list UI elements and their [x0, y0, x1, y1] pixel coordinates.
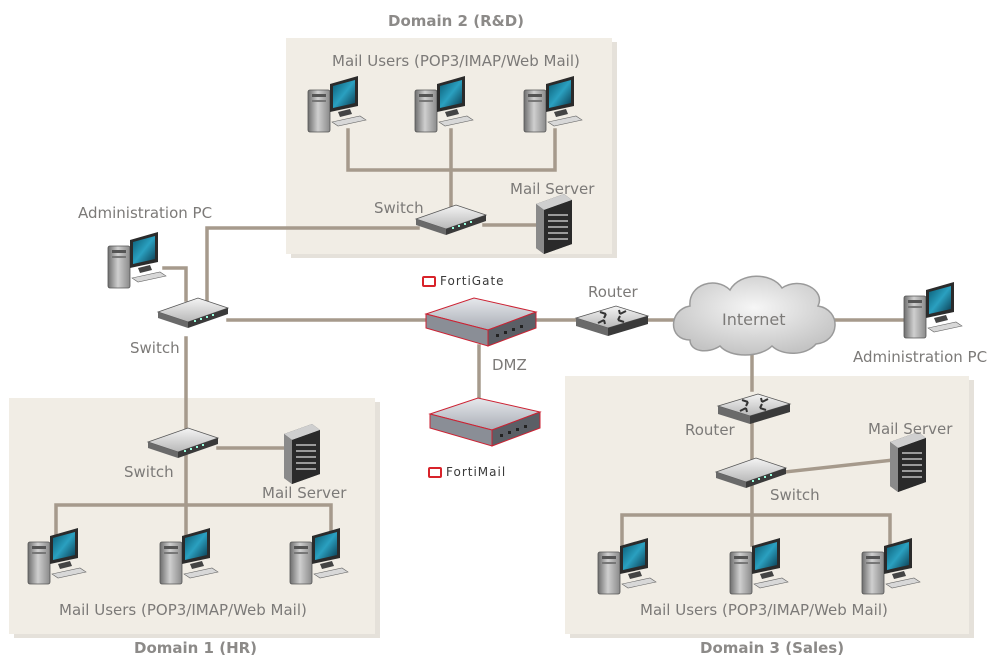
fortimail-appliance-icon [429, 397, 541, 447]
dmz-label: DMZ [492, 356, 527, 374]
mail-server-icon [536, 194, 572, 254]
core-router-label: Router [588, 283, 638, 301]
fortigate-logo: FortiGate [422, 274, 505, 288]
admin-pc-icon [107, 231, 167, 289]
domain-2-mail-server-label: Mail Server [510, 180, 595, 198]
domain-1-switch-label: Switch [124, 463, 174, 481]
switch-icon [415, 204, 487, 236]
mail-user-pc-icon [861, 537, 921, 595]
admin-pc-icon [903, 281, 963, 339]
mail-user-pc-icon [523, 75, 583, 133]
mail-user-pc-icon [27, 527, 87, 585]
router-icon [575, 305, 649, 337]
domain-3-switch-label: Switch [770, 486, 820, 504]
domain-3-title: Domain 3 (Sales) [700, 639, 845, 657]
internet-label: Internet [722, 310, 786, 329]
domain-3-users-label: Mail Users (POP3/IMAP/Web Mail) [640, 601, 888, 619]
fortimail-logo: FortiMail [428, 465, 506, 479]
fortigate-appliance-icon [425, 297, 537, 347]
domain-2-switch-label: Switch [374, 199, 424, 217]
admin-pc-right-label: Administration PC [853, 348, 988, 366]
domain-1-mail-server-label: Mail Server [262, 484, 347, 502]
router-icon [717, 393, 791, 425]
mail-user-pc-icon [289, 527, 349, 585]
switch-icon [147, 427, 219, 459]
mail-user-pc-icon [159, 527, 219, 585]
domain-2-users-label: Mail Users (POP3/IMAP/Web Mail) [332, 52, 580, 70]
network-links [54, 128, 907, 562]
internet-cloud-icon [672, 275, 836, 356]
mail-user-pc-icon [414, 75, 474, 133]
domain-3-mail-server-label: Mail Server [868, 420, 953, 438]
domain-3-router-label: Router [685, 421, 735, 439]
domain-3-panel [565, 376, 969, 634]
mail-server-icon [284, 424, 320, 484]
domain-1-users-label: Mail Users (POP3/IMAP/Web Mail) [59, 601, 307, 619]
mail-user-pc-icon [597, 537, 657, 595]
switch-icon [157, 297, 229, 329]
switch-icon [715, 457, 787, 489]
admin-pc-left-label: Administration PC [78, 204, 213, 222]
mail-user-pc-icon [307, 75, 367, 133]
mail-user-pc-icon [729, 537, 789, 595]
core-switch-label: Switch [130, 339, 180, 357]
domain-1-title: Domain 1 (HR) [134, 639, 258, 657]
domain-2-title: Domain 2 (R&D) [388, 12, 525, 30]
mail-server-icon [890, 432, 926, 492]
